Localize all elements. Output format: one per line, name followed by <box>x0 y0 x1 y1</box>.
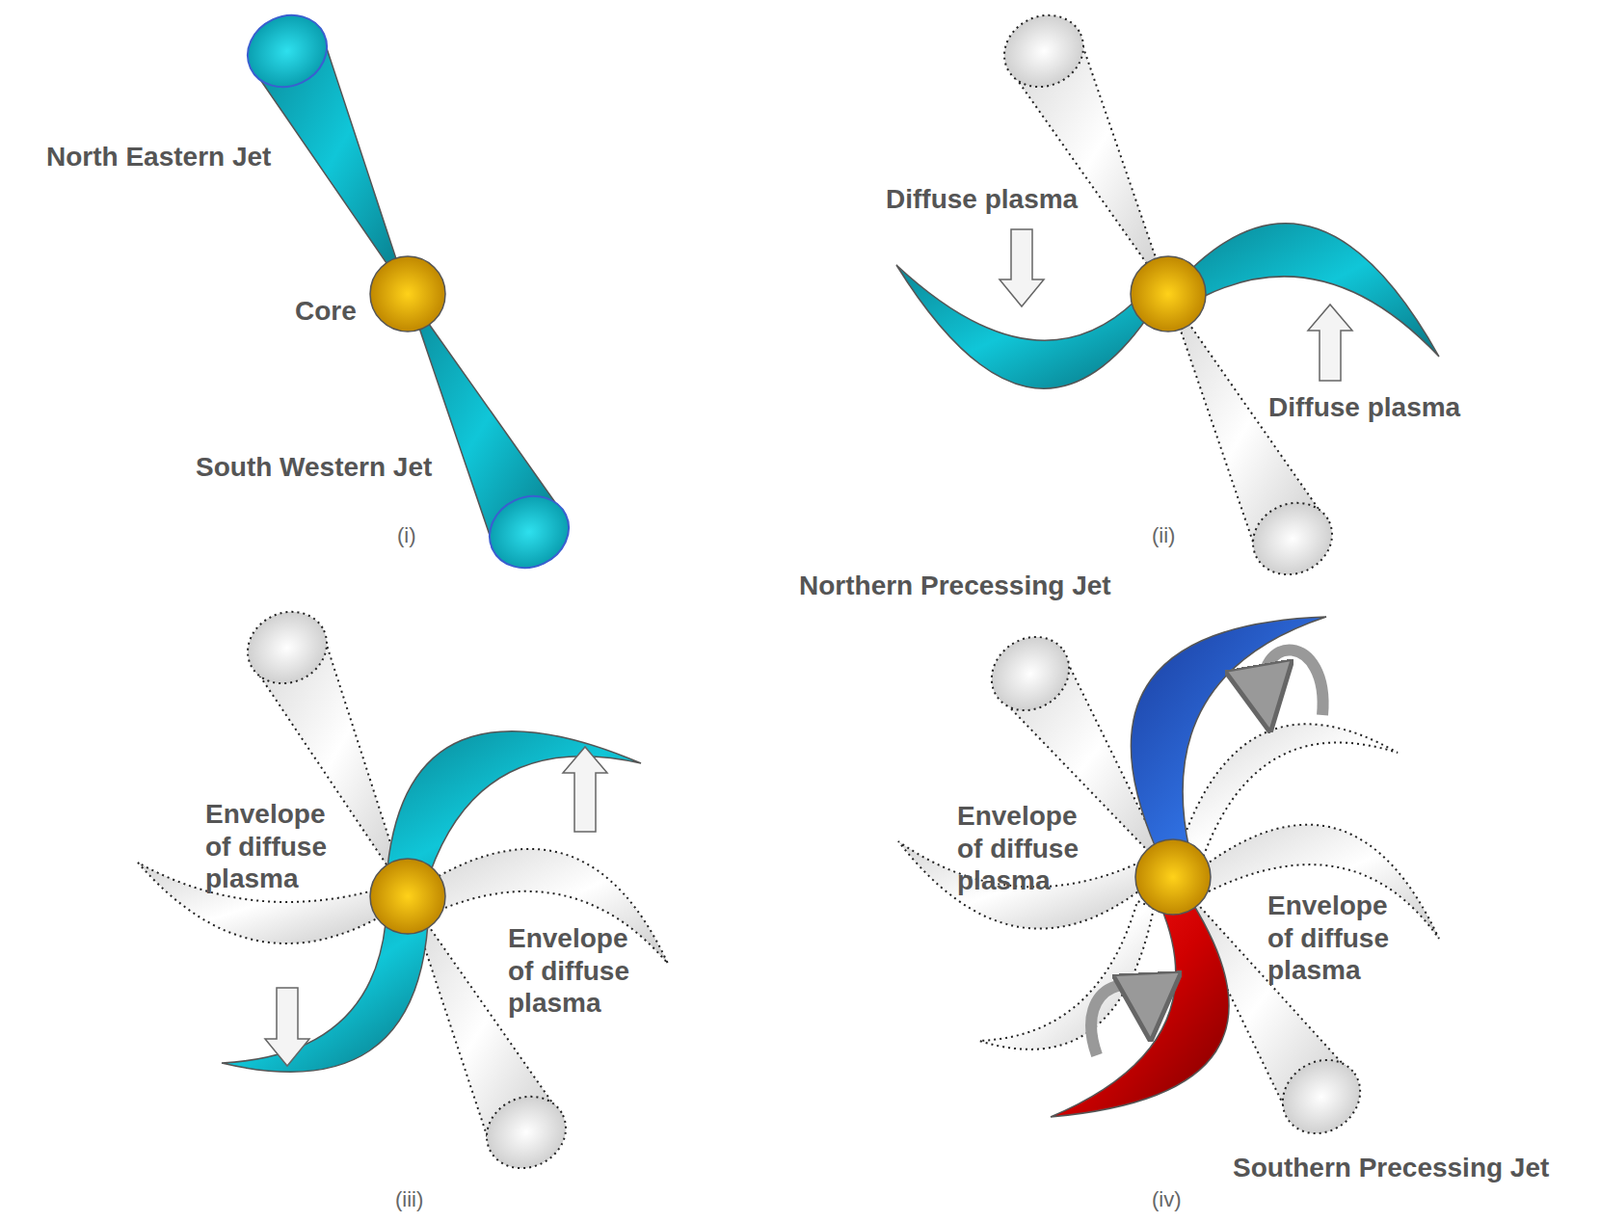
jet-label: South Western Jet <box>195 451 432 484</box>
envelope-label: Envelope of diffuse plasma <box>1267 889 1403 987</box>
panel-number: (ii) <box>1151 523 1175 549</box>
jet-label: North Eastern Jet <box>46 140 271 174</box>
plasma-label: Diffuse plasma <box>885 183 1078 216</box>
envelope-label: Envelope of diffuse plasma <box>957 800 1093 898</box>
panel-i <box>236 2 582 582</box>
panel-number: (i) <box>397 523 417 549</box>
envelope-label: Envelope of diffuse plasma <box>507 922 643 1020</box>
panel-number: (iii) <box>395 1187 424 1213</box>
panel-ii <box>896 2 1440 588</box>
panel-number: (iv) <box>1151 1187 1182 1213</box>
jet-label: Southern Precessing Jet <box>1232 1151 1549 1185</box>
panel-iii <box>137 599 668 1182</box>
jet-label: Northern Precessing Jet <box>799 569 1112 603</box>
envelope-label: Envelope of diffuse plasma <box>205 798 341 896</box>
panel-iv <box>898 616 1440 1149</box>
plasma-label: Diffuse plasma <box>1268 391 1461 425</box>
core-label: Core <box>294 294 357 328</box>
